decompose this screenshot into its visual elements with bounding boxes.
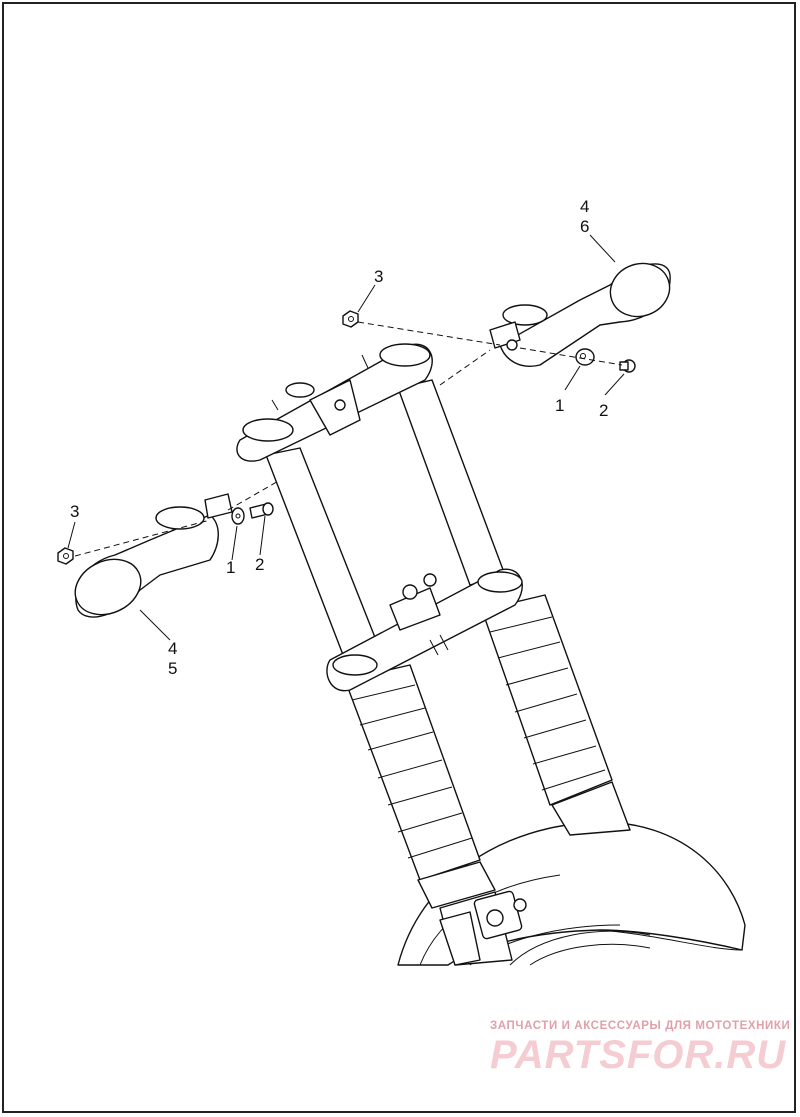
callout-left-nut: 3 [70, 502, 79, 521]
leader-right-washer [564, 365, 581, 391]
leader-left-washer [231, 525, 238, 561]
leader-right-screw [604, 373, 625, 396]
front-wheel [509, 930, 651, 966]
watermark-brand: PARTSFOR.RU [490, 1033, 787, 1077]
callout-right-screw: 2 [599, 401, 608, 420]
watermark-tagline: ЗАПЧАСТИ И АКСЕССУАРЫ ДЛЯ МОТОТЕХНИКИ [490, 1020, 791, 1032]
assembly-line-top-nut [357, 321, 501, 346]
callout-left-washer: 1 [226, 558, 235, 577]
callout-top-nut: 3 [374, 267, 383, 286]
callout-right-washer: 1 [555, 396, 564, 415]
leader-left-signal [139, 609, 171, 641]
right-bellows [481, 594, 631, 836]
callout-right-signal-a: 4 [580, 197, 589, 216]
callout-left-signal-a: 4 [168, 639, 177, 658]
leader-right-signal [589, 234, 616, 263]
top-nut [342, 310, 359, 328]
right-fork-tube [397, 379, 506, 586]
assembly-line-left-nut [74, 519, 211, 557]
leader-left-nut [67, 521, 76, 549]
left-nut [57, 547, 74, 565]
fork-slider-bracket [439, 890, 527, 966]
left-turn-signal [74, 493, 233, 618]
right-turn-signal [489, 262, 671, 367]
right-screw [619, 359, 636, 373]
leader-left-screw [259, 515, 266, 556]
callout-left-signal-b: 5 [168, 659, 177, 678]
lower-triple-clamp [326, 568, 523, 692]
callout-right-signal-b: 6 [580, 217, 589, 236]
assembly-line-right-mount [439, 349, 491, 386]
upper-triple-clamp [236, 343, 433, 462]
right-washer [575, 348, 595, 366]
left-washer [231, 507, 245, 525]
assembly-line-left-hardware [227, 479, 281, 511]
callout-left-screw: 2 [255, 555, 264, 574]
assembly-line-right-hardware [519, 347, 623, 366]
left-screw [249, 502, 274, 519]
leader-top-nut [357, 284, 376, 313]
left-fork-tube [265, 447, 381, 661]
